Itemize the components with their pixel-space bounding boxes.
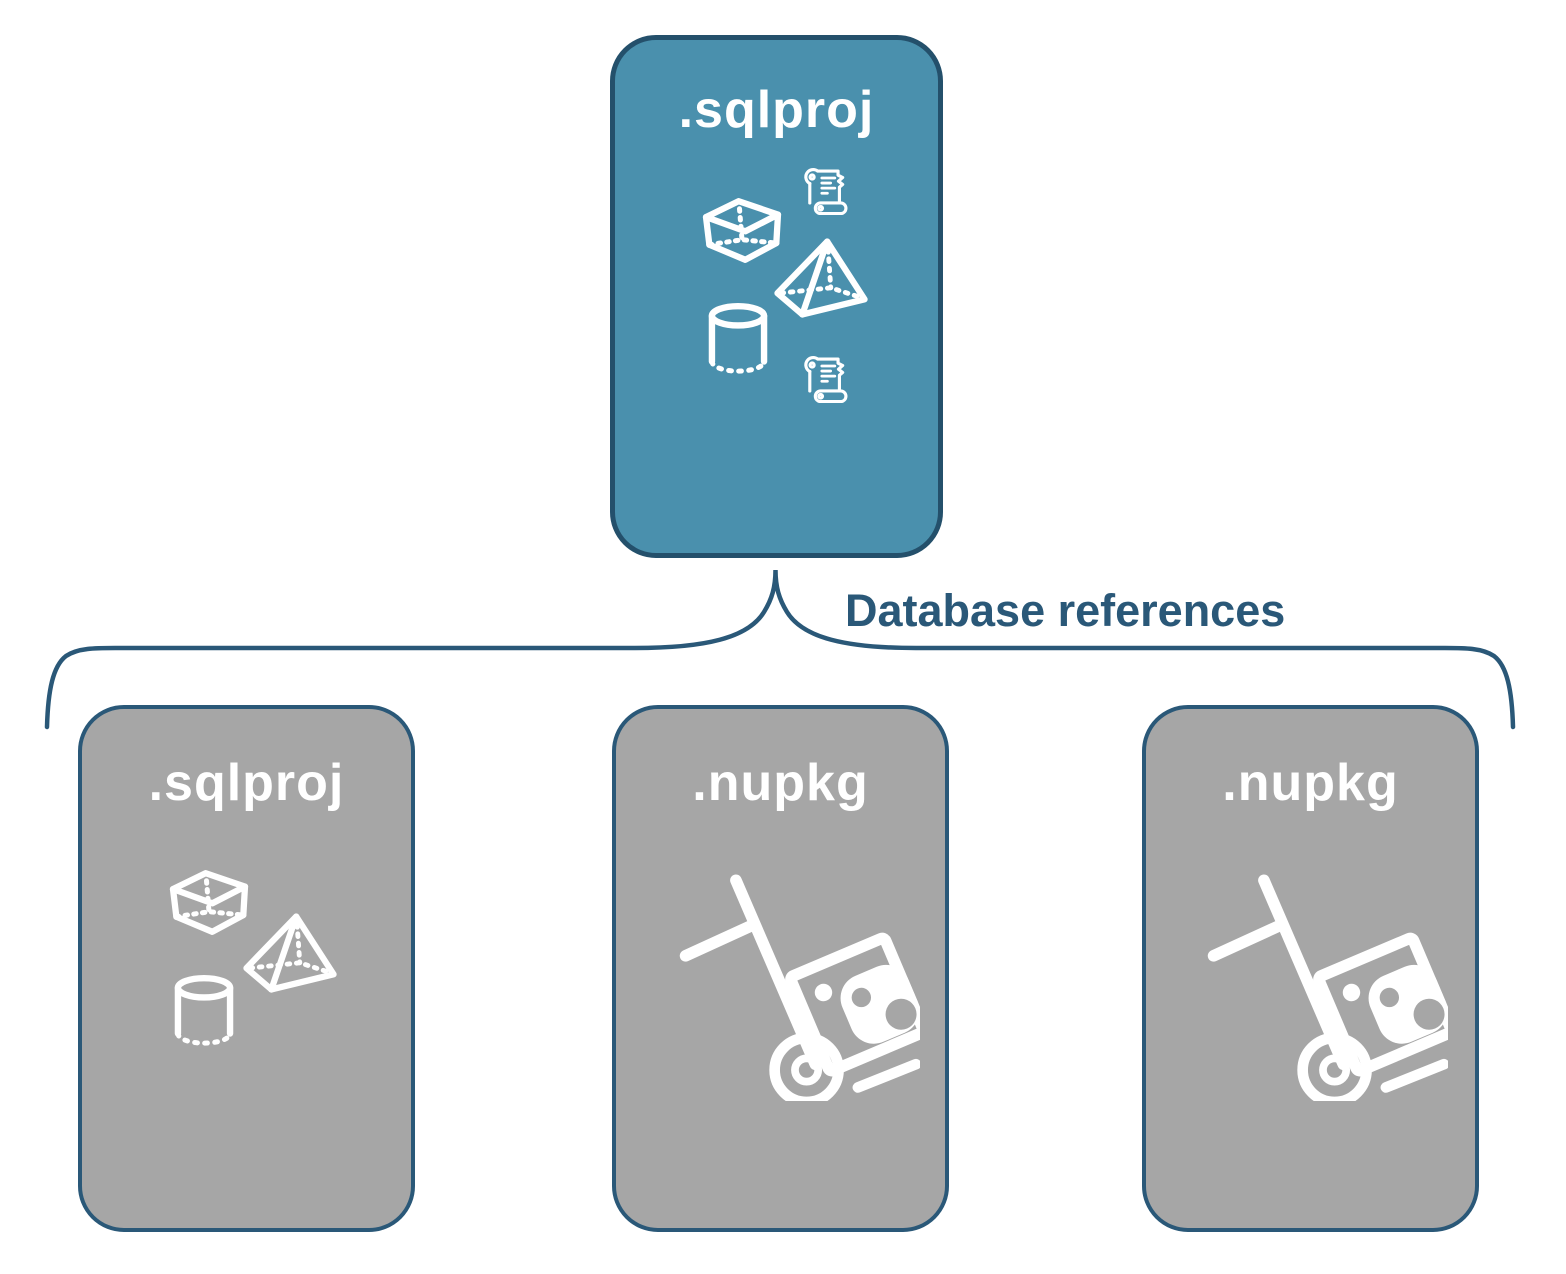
connector-label: Database references [845, 585, 1286, 636]
child-node-title: .nupkg [692, 754, 869, 812]
cylinder-icon [706, 303, 770, 378]
cylinder-icon [172, 975, 236, 1050]
root-node-title: .sqlproj [678, 81, 875, 139]
cube-icon [700, 192, 784, 269]
pyramid-icon [242, 909, 338, 997]
nuget-handtruck-icon [1196, 859, 1448, 1101]
scroll-icon [800, 165, 852, 215]
pyramid-icon [773, 234, 869, 322]
node-sqlproj-child: .sqlproj [78, 705, 415, 1232]
node-nupkg-child: .nupkg [1142, 705, 1479, 1232]
node-sqlproj-root: .sqlproj [610, 35, 943, 558]
nuget-handtruck-icon [668, 859, 920, 1101]
node-nupkg-child: .nupkg [612, 705, 949, 1232]
scroll-icon [800, 353, 852, 403]
cube-icon [167, 864, 251, 941]
child-node-title: .sqlproj [148, 754, 345, 812]
child-node-title: .nupkg [1222, 754, 1399, 812]
